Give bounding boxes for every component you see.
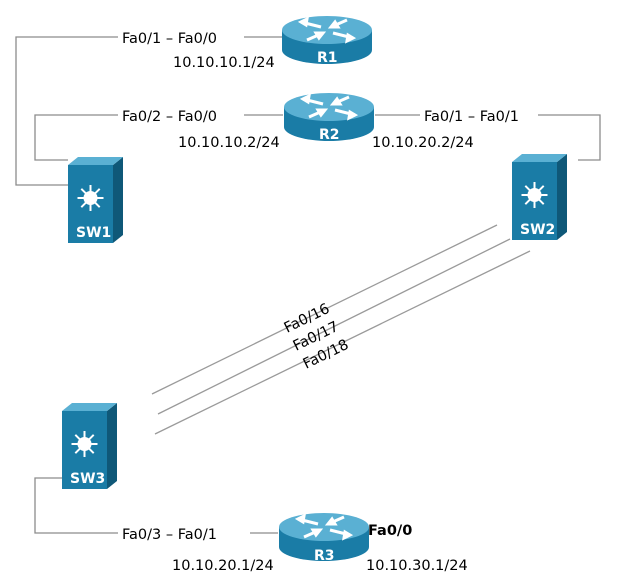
- ip-r2-fa00: 10.10.10.2/24: [178, 135, 280, 151]
- ip-r1-fa00: 10.10.10.1/24: [173, 55, 275, 71]
- trunk-fa0-17: [157, 238, 511, 415]
- trunk-fa0-16: [151, 224, 498, 395]
- router-r1[interactable]: R1: [280, 14, 374, 66]
- switch-sw1[interactable]: SW1: [67, 156, 124, 244]
- link-label-sw1-r1: Fa0/1 – Fa0/0: [122, 31, 217, 47]
- device-label: R1: [317, 50, 338, 66]
- ip-r2-fa01: 10.10.20.2/24: [372, 135, 474, 151]
- device-label: SW3: [70, 471, 105, 487]
- link-label-sw1-r2: Fa0/2 – Fa0/0: [122, 109, 217, 125]
- switch-sw3[interactable]: SW3: [61, 402, 118, 490]
- switch-sw2[interactable]: SW2: [511, 153, 568, 241]
- port-label-r3-fa00: Fa0/0: [368, 523, 412, 539]
- device-label: SW2: [520, 222, 555, 238]
- device-label: R2: [319, 127, 340, 143]
- device-label: SW1: [76, 225, 111, 241]
- trunk-fa0-18: [154, 250, 531, 435]
- link-label-r2-sw2: Fa0/1 – Fa0/1: [424, 109, 519, 125]
- link-label-sw3-r3: Fa0/3 – Fa0/1: [122, 527, 217, 543]
- router-r2[interactable]: R2: [282, 91, 376, 143]
- router-r3[interactable]: R3: [277, 511, 371, 564]
- ip-r3-fa00: 10.10.30.1/24: [366, 558, 468, 574]
- ip-r3-fa01: 10.10.20.1/24: [172, 558, 274, 574]
- device-label: R3: [314, 548, 335, 564]
